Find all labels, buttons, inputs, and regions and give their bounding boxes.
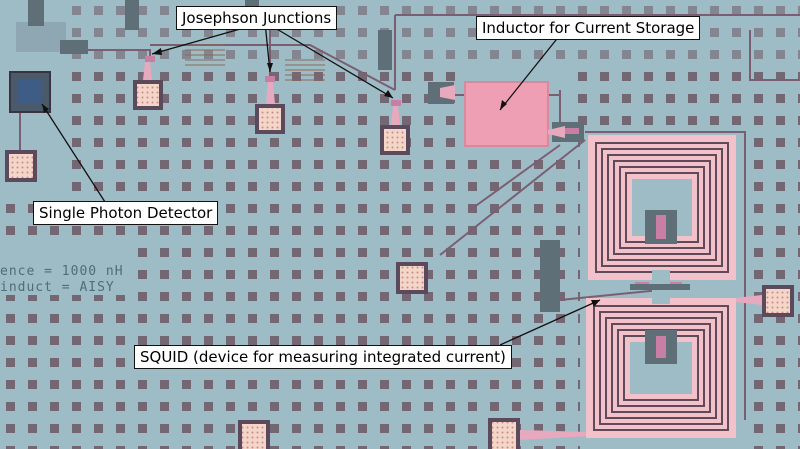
josephson-junctions-label: Josephson Junctions xyxy=(176,6,338,30)
chip-label-inductance: ence = 1000 nH xyxy=(0,264,124,279)
single-photon-detector-label: Single Photon Detector xyxy=(33,201,219,225)
inductor-label: Inductor for Current Storage xyxy=(476,16,701,40)
chip-label-induct: induct = AISY xyxy=(0,280,115,295)
squid-label: SQUID (device for measuring integrated c… xyxy=(134,345,512,369)
